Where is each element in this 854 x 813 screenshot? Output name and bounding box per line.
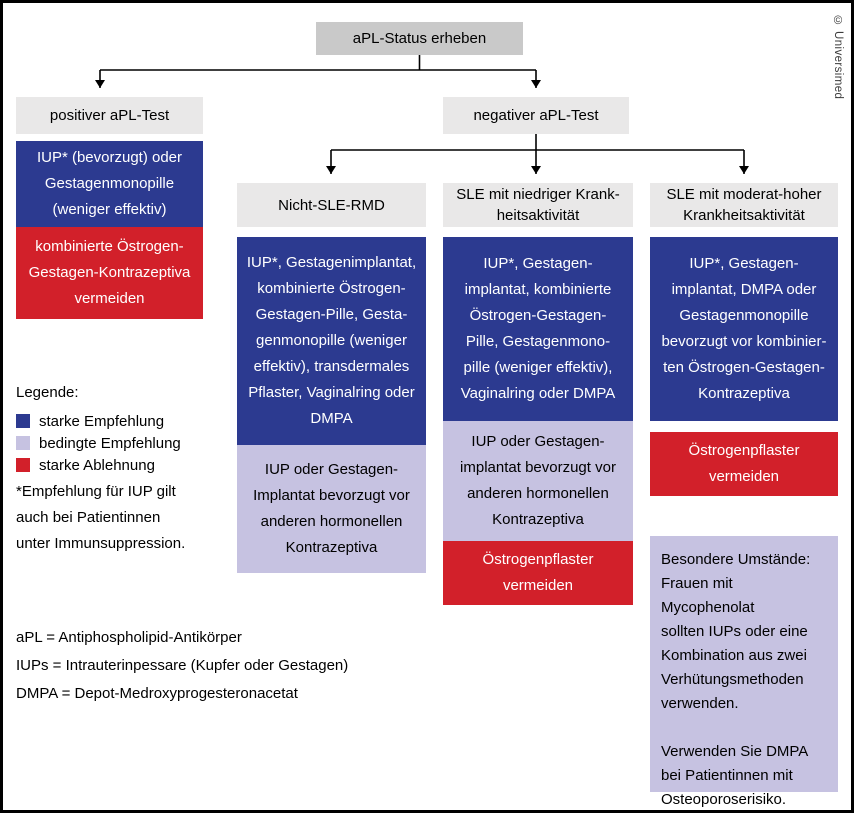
copyright-notice: © Universimed (832, 15, 844, 100)
iup-footnote: *Empfehlung für IUP gilt auch bei Patien… (16, 483, 186, 552)
non-sle-rmd-conditional-recommendation: IUP oder Gestagen- Implantat bevorzugt v… (237, 445, 426, 573)
non-sle-rmd-header: Nicht-SLE-RMD (237, 183, 426, 227)
legend-item-label: starke Empfehlung (39, 412, 165, 430)
sle-low-activity-conditional-recommendation: IUP oder Gestagen- implantat bevorzugt v… (443, 421, 633, 541)
legend-item-label: bedingte Empfehlung (39, 434, 181, 452)
abbreviation-apl: aPL = Antiphospholipid-Antikörper (16, 629, 242, 646)
root-node: aPL-Status erheben (316, 22, 523, 55)
non-sle-rmd-strong-recommendation: IUP*, Gestagenimplantat, kombinierte Öst… (237, 237, 426, 445)
sle-low-activity-strong-recommendation: IUP*, Gestagen- implantat, kombinierte Ö… (443, 237, 633, 421)
legend-item-label: starke Ablehnung (39, 456, 155, 474)
sle-high-activity-avoid: Östrogenpflaster vermeiden (650, 432, 838, 496)
positive-apl-strong-recommendation: IUP* (bevorzugt) oder Gestagenmonopille … (16, 141, 203, 227)
strong-rejection-swatch (16, 458, 30, 472)
special-circumstances-note: Besondere Umstände: Frauen mit Mycopheno… (650, 536, 838, 808)
legend-item-conditional-recommendation: bedingte Empfehlung (16, 432, 181, 454)
positive-apl-avoid: kombinierte Östrogen- Gestagen-Kontrazep… (16, 227, 203, 319)
negative-apl-header: negativer aPL-Test (443, 97, 629, 134)
sle-low-activity-avoid: Östrogenpflaster vermeiden (443, 541, 633, 605)
strong-recommendation-swatch (16, 414, 30, 428)
sle-low-activity-header: SLE mit niedriger Krank- heitsaktivität (443, 183, 633, 227)
conditional-recommendation-swatch (16, 436, 30, 450)
positive-apl-header: positiver aPL-Test (16, 97, 203, 134)
legend: Legende: starke Empfehlung bedingte Empf… (16, 384, 181, 476)
legend-title: Legende: (16, 384, 79, 401)
sle-high-activity-header: SLE mit moderat-hoher Krankheitsaktivitä… (650, 183, 838, 227)
legend-item-strong-rejection: starke Ablehnung (16, 454, 181, 476)
abbreviation-dmpa: DMPA = Depot-Medroxyprogesteronacetat (16, 685, 298, 702)
legend-item-strong-recommendation: starke Empfehlung (16, 410, 181, 432)
sle-high-activity-strong-recommendation: IUP*, Gestagen- implantat, DMPA oder Ges… (650, 237, 838, 421)
abbreviations-list: aPL = Antiphospholipid-Antikörper IUPs =… (16, 624, 348, 708)
abbreviation-iups: IUPs = Intrauterinpessare (Kupfer oder G… (16, 657, 349, 674)
